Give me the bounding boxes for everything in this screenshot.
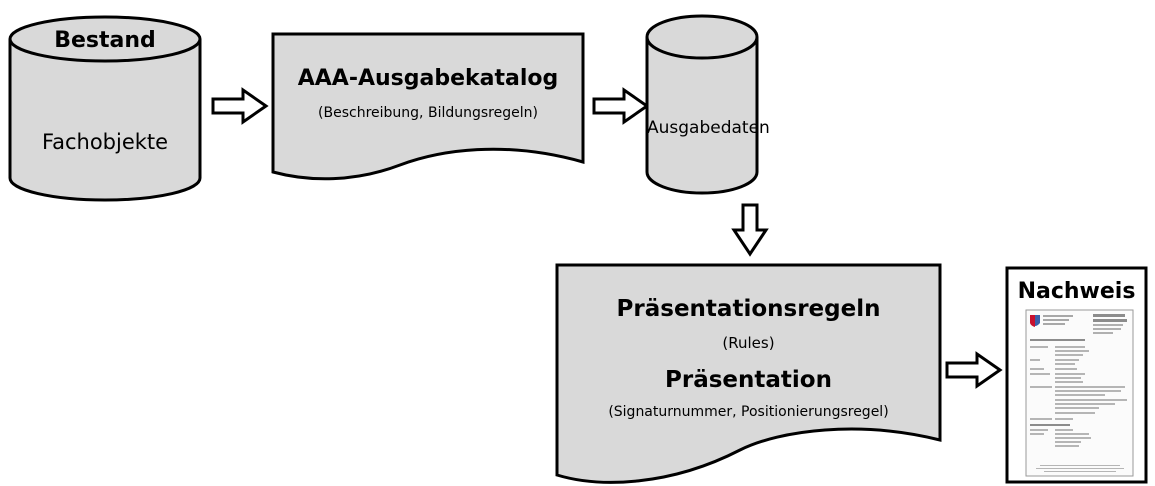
arrow-right-1 <box>211 87 269 125</box>
arrow-right-3 <box>945 351 1003 389</box>
katalog-document-shape <box>271 32 585 181</box>
nachweis-title: Nachweis <box>1017 279 1136 304</box>
katalog-title: AAA-Ausgabekatalog <box>297 66 559 91</box>
bestand-subtitle: Fachobjekte <box>41 130 169 154</box>
praesentation-document-shape <box>555 263 942 484</box>
ausgabedaten-label: Ausgabedaten <box>647 118 770 138</box>
praesentation-title: Präsentation <box>665 367 832 393</box>
document-thumbnail <box>1025 309 1134 477</box>
arrow-right-2 <box>592 87 650 125</box>
ausgabedaten-cylinder <box>645 14 759 195</box>
rules-subtitle: (Rules) <box>722 334 775 352</box>
praesentationsregeln-title: Präsentationsregeln <box>616 296 881 322</box>
arrow-down <box>731 203 769 257</box>
katalog-subtitle: (Beschreibung, Bildungsregeln) <box>318 105 538 121</box>
praesentation-subtitle: (Signaturnummer, Positionierungsregel) <box>608 404 889 420</box>
bestand-cylinder <box>8 15 202 202</box>
bestand-title: Bestand <box>54 28 156 53</box>
